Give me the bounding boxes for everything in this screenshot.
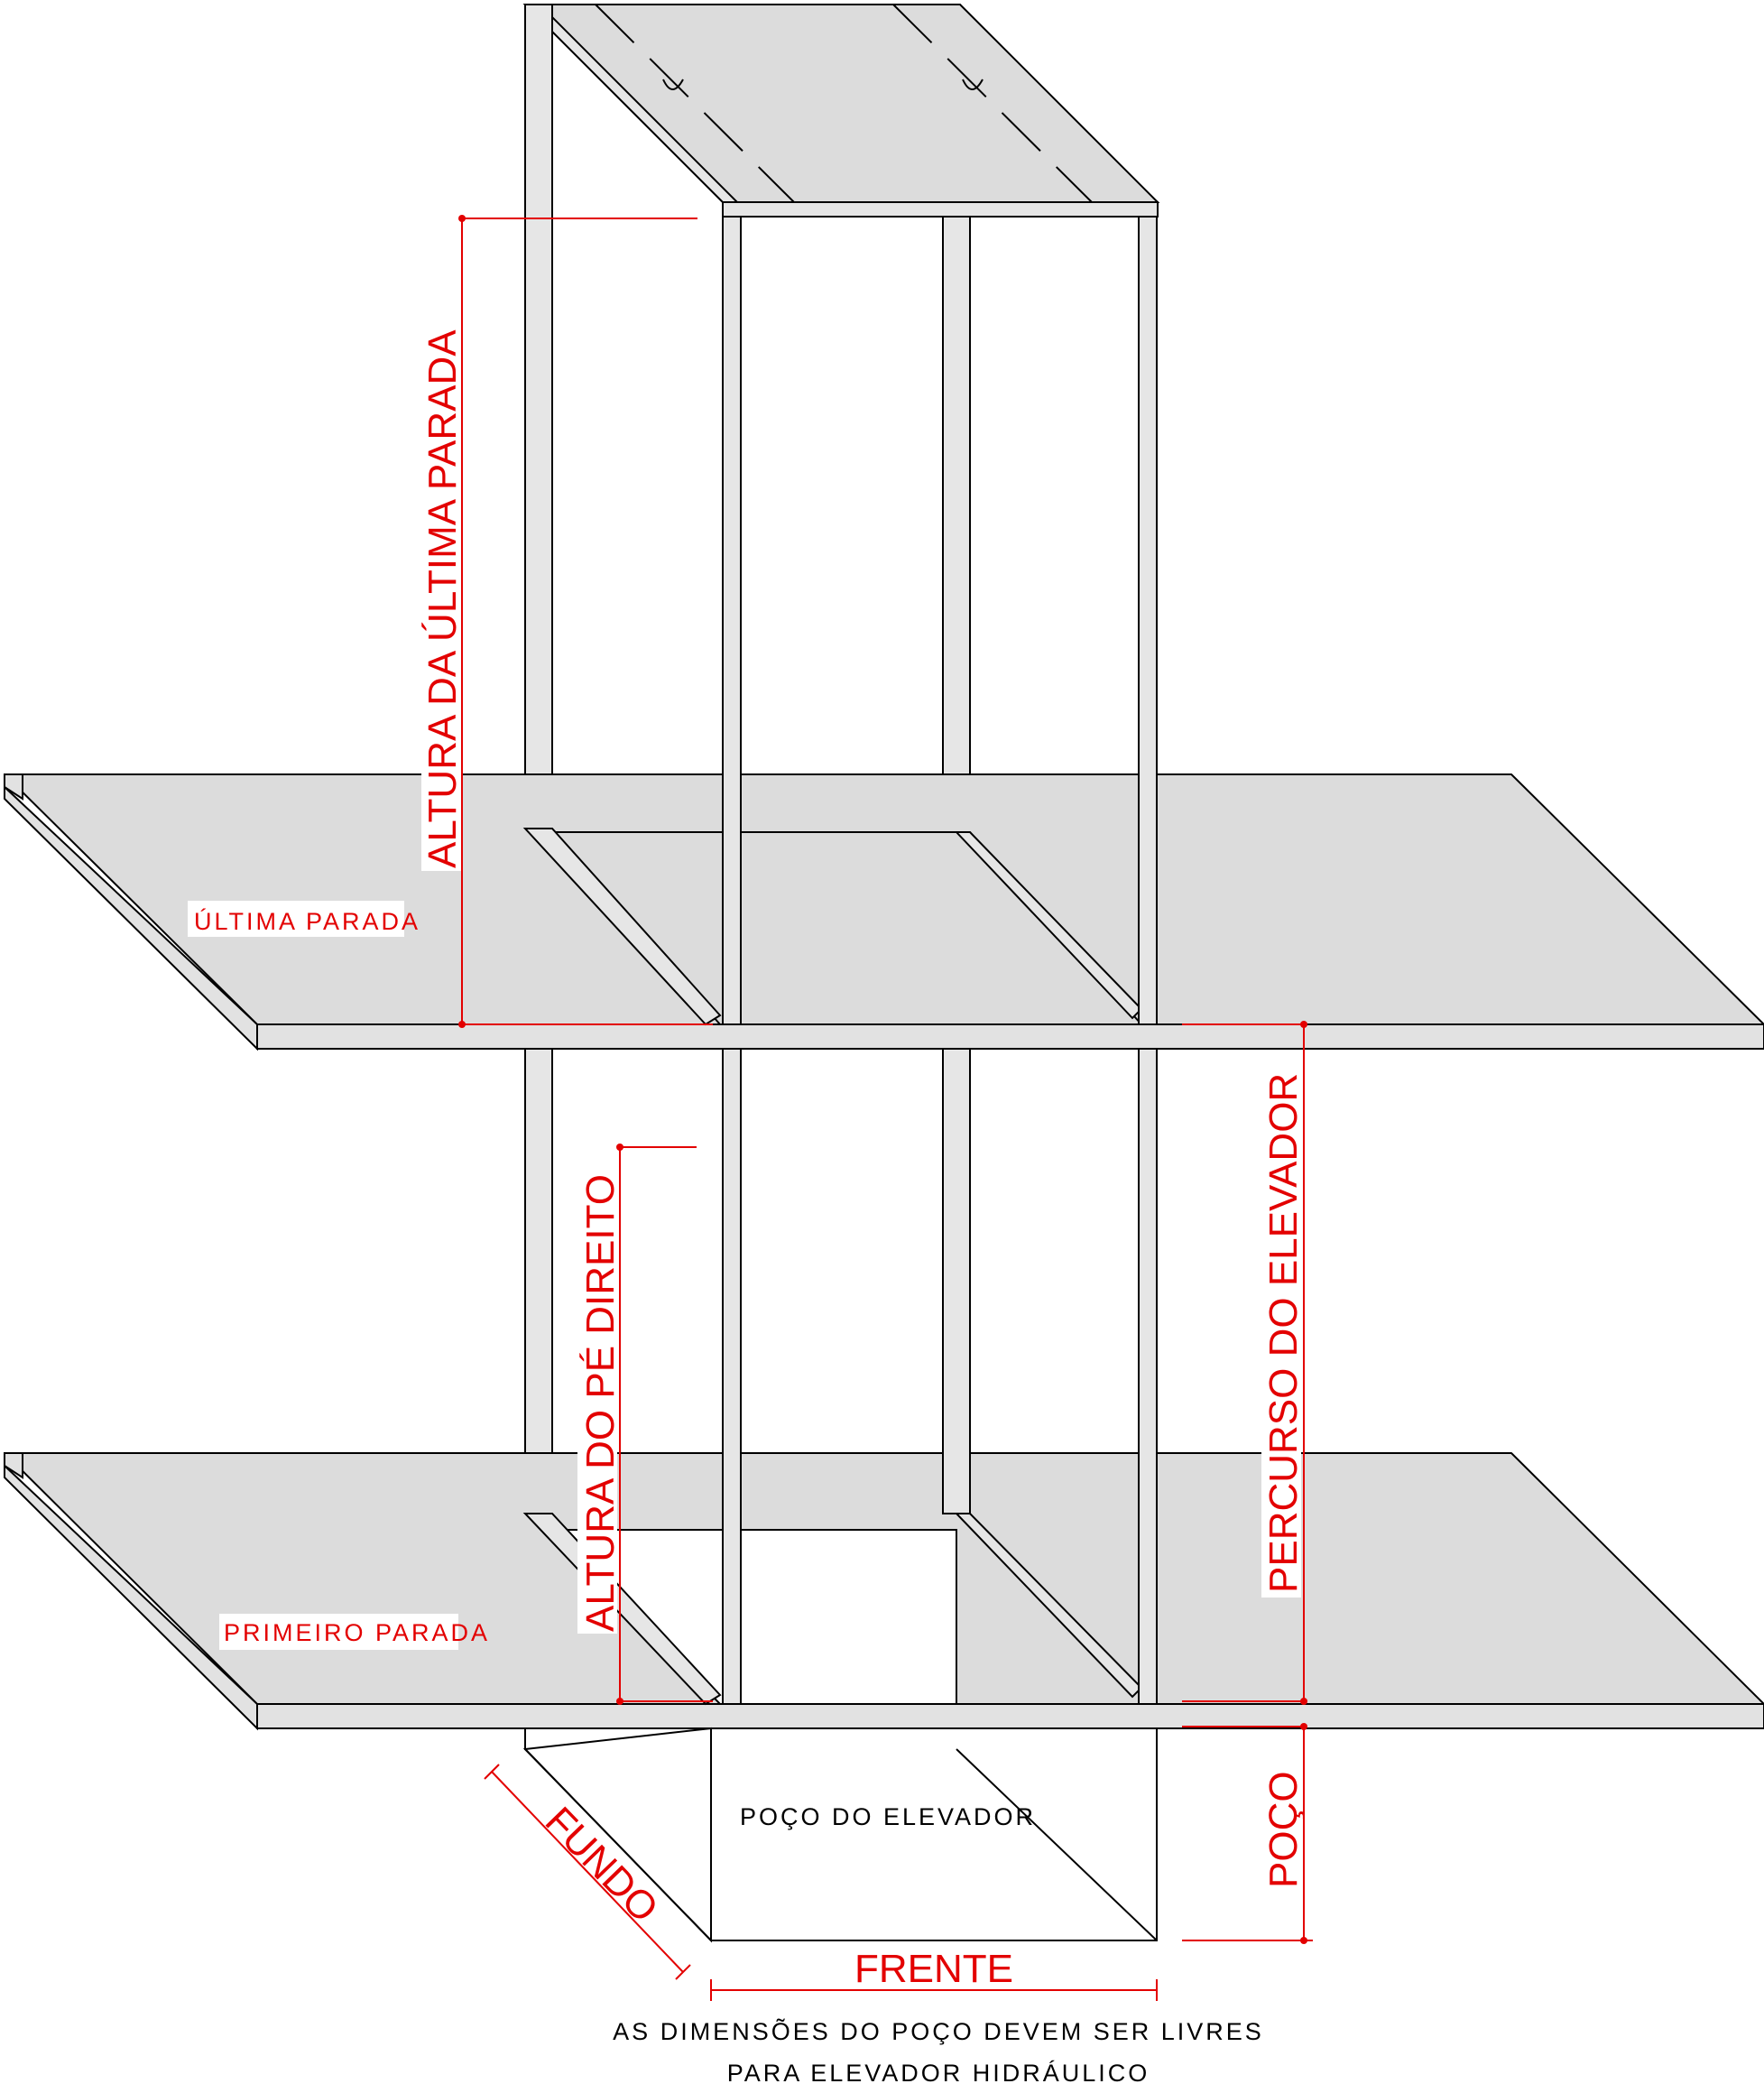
- poco-label: POÇO: [1261, 1771, 1306, 1888]
- poco-elevador-label: POÇO DO ELEVADOR: [740, 1803, 1036, 1830]
- dim-poco: POÇO: [1182, 1723, 1313, 1944]
- dim-altura-ultima-parada: ALTURA DA ÚLTIMA PARADA: [420, 215, 713, 1028]
- percurso-elevador-label: PERCURSO DO ELEVADOR: [1261, 1073, 1306, 1593]
- primeiro-parada-label: PRIMEIRO PARADA: [224, 1619, 490, 1646]
- altura-ultima-parada-label: ALTURA DA ÚLTIMA PARADA: [420, 329, 465, 868]
- shaft-front-frame: [722, 216, 1158, 1705]
- altura-pe-direito-label: ALTURA DO PÉ DIREITO: [578, 1174, 623, 1632]
- note-line-2: PARA ELEVADOR HIDRÁULICO: [727, 2060, 1150, 2087]
- elevator-pit: [522, 1727, 1158, 1943]
- frente-label: FRENTE: [854, 1947, 1013, 1991]
- dim-frente: FRENTE: [710, 1947, 1158, 2001]
- dim-percurso-elevador: PERCURSO DO ELEVADOR: [1182, 1021, 1307, 1705]
- dim-altura-pe-direito: ALTURA DO PÉ DIREITO: [577, 1144, 713, 1705]
- shaft-roof: [522, 4, 1160, 218]
- ultima-parada-label: ÚLTIMA PARADA: [194, 907, 420, 935]
- note-line-1: AS DIMENSÕES DO POÇO DEVEM SER LIVRES: [613, 2017, 1264, 2045]
- slab-primeiro-parada: [3, 1452, 1764, 1731]
